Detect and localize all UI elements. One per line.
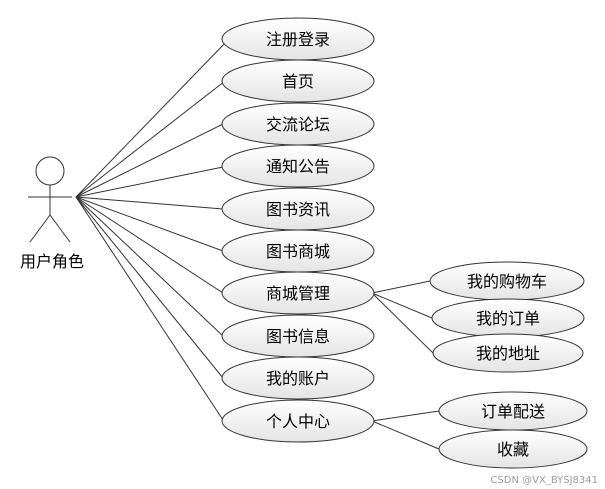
association-book-mall bbox=[75, 196, 224, 252]
use-case-my-address: 我的地址 bbox=[432, 333, 584, 373]
use-case-label: 图书商城 bbox=[266, 242, 330, 261]
use-case-my-cart: 我的购物车 bbox=[429, 261, 585, 301]
association-favorites bbox=[371, 420, 440, 450]
actor-associations bbox=[75, 39, 229, 421]
use-case-my-account: 我的账户 bbox=[221, 356, 375, 400]
use-case-label: 我的购物车 bbox=[467, 272, 547, 291]
use-case-label: 图书资讯 bbox=[266, 200, 330, 219]
use-case-label: 商城管理 bbox=[266, 284, 330, 303]
association-my-cart bbox=[371, 280, 431, 294]
use-case-label: 首页 bbox=[282, 72, 314, 91]
use-case-book-mall: 图书商城 bbox=[221, 229, 375, 273]
association-my-account bbox=[75, 196, 224, 379]
use-case-label: 订单配送 bbox=[481, 402, 545, 421]
association-my-address bbox=[371, 292, 434, 354]
watermark: CSDN @VX_BYSJ8341 bbox=[490, 475, 598, 486]
association-book-info bbox=[75, 196, 224, 337]
use-case-label: 我的账户 bbox=[266, 369, 330, 388]
association-notice bbox=[75, 166, 224, 198]
use-case-my-order: 我的订单 bbox=[431, 298, 585, 338]
association-order-delivery bbox=[371, 410, 440, 422]
use-case-label: 通知公告 bbox=[266, 157, 330, 176]
sub-associations bbox=[371, 280, 440, 450]
association-register-login bbox=[75, 39, 229, 198]
use-case-register-login: 注册登录 bbox=[221, 17, 375, 61]
actor-right-leg bbox=[49, 214, 71, 243]
association-book-news bbox=[75, 196, 224, 210]
use-case-home: 首页 bbox=[221, 59, 375, 103]
use-case-label: 交流论坛 bbox=[266, 115, 330, 134]
use-case-favorites: 收藏 bbox=[438, 429, 588, 469]
use-case-order-delivery: 订单配送 bbox=[438, 391, 588, 431]
use-case-label: 我的订单 bbox=[476, 309, 540, 328]
association-personal-center bbox=[75, 196, 224, 421]
use-case-label: 个人中心 bbox=[266, 412, 330, 431]
use-case-book-news: 图书资讯 bbox=[221, 187, 375, 231]
association-mall-manage bbox=[75, 196, 224, 294]
use-case-personal-center: 个人中心 bbox=[221, 399, 375, 443]
use-case-label: 我的地址 bbox=[476, 344, 540, 363]
use-case-notice: 通知公告 bbox=[221, 144, 375, 188]
use-case-label: 注册登录 bbox=[266, 30, 330, 49]
association-my-order bbox=[371, 292, 433, 319]
association-forum bbox=[75, 123, 224, 198]
actor-head bbox=[35, 156, 65, 186]
association-home bbox=[75, 80, 226, 198]
actor-left-leg bbox=[29, 214, 51, 243]
use-case-forum: 交流论坛 bbox=[221, 102, 375, 146]
use-case-book-info: 图书信息 bbox=[221, 314, 375, 358]
actor-figure bbox=[28, 156, 72, 243]
use-case-label: 图书信息 bbox=[266, 327, 330, 346]
actor-label: 用户角色 bbox=[20, 252, 84, 271]
use-case-mall-manage: 商城管理 bbox=[221, 271, 375, 315]
use-case-label: 收藏 bbox=[497, 440, 529, 459]
